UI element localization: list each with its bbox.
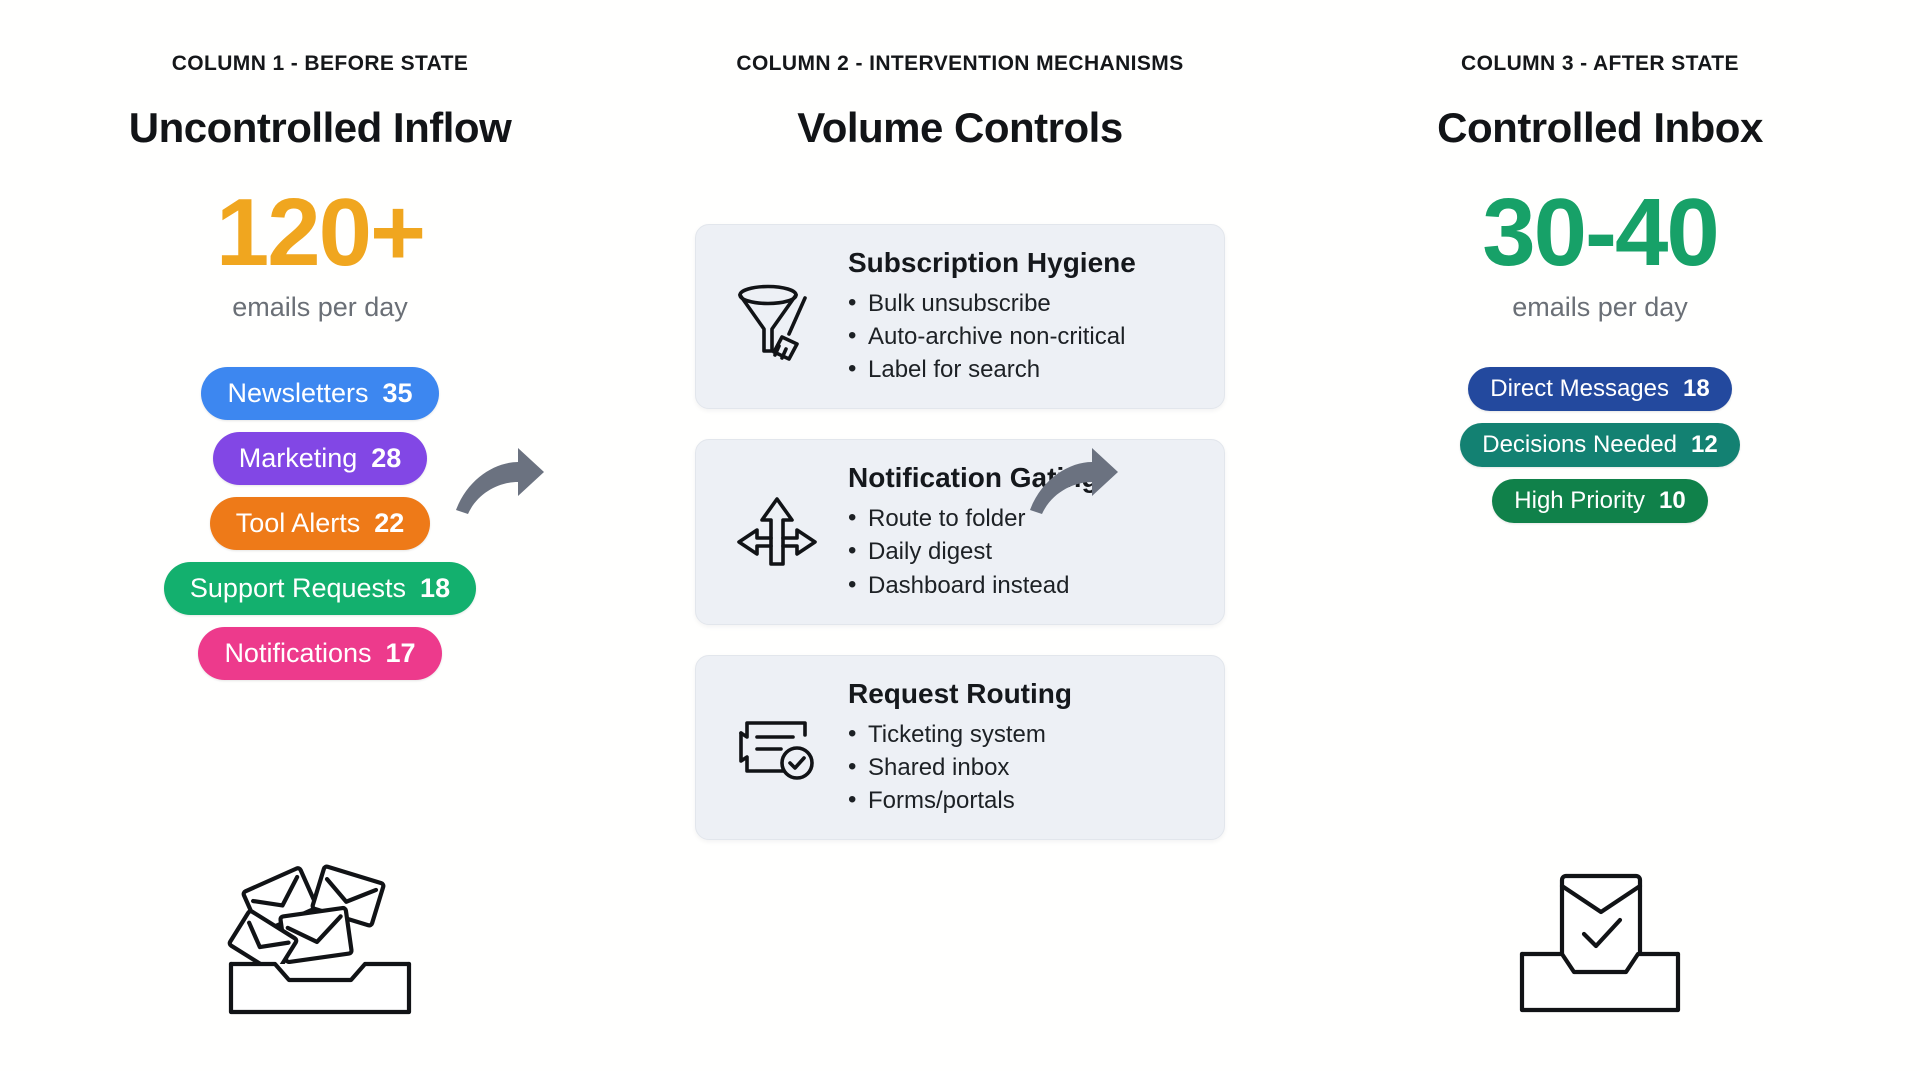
- pill-marketing[interactable]: Marketing 28: [212, 432, 428, 486]
- flow-arrow-controls-to-after: [1030, 448, 1118, 514]
- card-1-bullet-3: Label for search: [848, 352, 1198, 386]
- pill-support-requests[interactable]: Support Requests 18: [163, 562, 477, 616]
- pill-tool-alerts[interactable]: Tool Alerts 22: [209, 497, 431, 551]
- after-metric-value: 30-40: [1482, 179, 1720, 286]
- column-1-title: Uncontrolled Inflow: [128, 104, 512, 151]
- pill-notifications-value: 17: [385, 638, 416, 669]
- card-3-title: Request Routing: [848, 677, 1072, 709]
- pill-support-requests-value: 18: [420, 573, 451, 604]
- card-2-bullet-1: Route to folder: [848, 501, 1198, 535]
- card-3-bullet-2: Shared inbox: [848, 750, 1198, 784]
- pill-newsletters[interactable]: Newsletters 35: [201, 367, 439, 421]
- card-1-bullets: Bulk unsubscribe Auto-archive non-critic…: [848, 286, 1198, 386]
- pill-newsletters-value: 35: [382, 378, 413, 409]
- pill-notifications-label: Notifications: [224, 638, 372, 669]
- after-illustration: [1500, 860, 1700, 1025]
- column-2-kicker: COLUMN 2 - INTERVENTION MECHANISMS: [736, 52, 1184, 75]
- card-3-bullet-3: Forms/portals: [848, 783, 1198, 817]
- pill-high-priority-label: High Priority: [1514, 487, 1645, 515]
- before-metric-label: emails per day: [232, 292, 408, 323]
- card-request-routing[interactable]: Request Routing Ticketing system Shared …: [695, 654, 1225, 840]
- overflowing-envelopes-icon: [227, 864, 412, 1015]
- card-1-title: Subscription Hygiene: [848, 247, 1136, 278]
- inbox-tray-check-icon: [1519, 873, 1681, 1013]
- card-1-bullet-2: Auto-archive non-critical: [848, 319, 1198, 353]
- card-2-bullets: Route to folder Daily digest Dashboard i…: [848, 501, 1198, 602]
- pill-marketing-value: 28: [371, 443, 402, 474]
- mechanism-card-stack: Subscription Hygiene Bulk unsubscribe Au…: [695, 224, 1225, 840]
- pill-notifications[interactable]: Notifications 17: [198, 627, 442, 681]
- pill-tool-alerts-value: 22: [374, 508, 405, 539]
- column-3-title: Controlled Inbox: [1437, 104, 1763, 151]
- pill-direct-messages-label: Direct Messages: [1490, 375, 1669, 403]
- ticket-check-icon: [722, 701, 832, 793]
- card-3-bullet-1: Ticketing system: [848, 717, 1198, 751]
- before-metric-value: 120+: [215, 179, 426, 286]
- pill-direct-messages[interactable]: Direct Messages 18: [1468, 367, 1732, 412]
- pill-newsletters-label: Newsletters: [227, 378, 369, 409]
- card-2-bullet-2: Daily digest: [848, 534, 1198, 568]
- card-notification-gating[interactable]: Notification Gating Route to folder Dail…: [695, 439, 1225, 625]
- pill-high-priority[interactable]: High Priority 10: [1492, 479, 1708, 524]
- column-3-kicker: COLUMN 3 - AFTER STATE: [1461, 52, 1739, 75]
- column-after-state: COLUMN 3 - AFTER STATE Controlled Inbox …: [1280, 0, 1920, 1071]
- card-2-title: Notification Gating: [848, 462, 1099, 494]
- before-illustration: [205, 860, 435, 1025]
- card-1-body: Subscription Hygiene Bulk unsubscribe Au…: [848, 247, 1198, 386]
- card-subscription-hygiene[interactable]: Subscription Hygiene Bulk unsubscribe Au…: [695, 224, 1225, 410]
- pill-support-requests-label: Support Requests: [189, 573, 407, 604]
- card-3-bullets: Ticketing system Shared inbox Forms/port…: [848, 717, 1198, 817]
- after-metric-label: emails per day: [1512, 292, 1688, 323]
- pill-tool-alerts-label: Tool Alerts: [235, 508, 361, 539]
- card-2-body: Notification Gating Route to folder Dail…: [848, 462, 1198, 601]
- funnel-broom-icon: [722, 271, 832, 363]
- column-1-kicker: COLUMN 1 - BEFORE STATE: [171, 52, 469, 75]
- card-2-bullet-3: Dashboard instead: [848, 568, 1198, 602]
- pill-direct-messages-value: 18: [1683, 375, 1710, 403]
- column-2-title: Volume Controls: [797, 104, 1123, 151]
- before-category-pills: Newsletters 35 Marketing 28 Tool Alerts …: [163, 367, 477, 681]
- pill-high-priority-value: 10: [1658, 487, 1686, 515]
- flow-arrow-before-to-controls: [456, 448, 544, 514]
- card-1-bullet-1: Bulk unsubscribe: [848, 286, 1198, 320]
- pill-decisions-needed[interactable]: Decisions Needed 12: [1460, 423, 1740, 468]
- pill-marketing-label: Marketing: [238, 443, 358, 474]
- after-category-pills: Direct Messages 18 Decisions Needed 12 H…: [1460, 367, 1740, 524]
- pill-decisions-needed-value: 12: [1691, 431, 1718, 459]
- column-intervention-mechanisms: COLUMN 2 - INTERVENTION MECHANISMS Volum…: [640, 0, 1280, 1071]
- pill-decisions-needed-label: Decisions Needed: [1482, 431, 1678, 459]
- column-before-state: COLUMN 1 - BEFORE STATE Uncontrolled Inf…: [0, 0, 640, 1071]
- route-split-arrows-icon: [722, 486, 832, 578]
- card-3-body: Request Routing Ticketing system Shared …: [848, 678, 1198, 817]
